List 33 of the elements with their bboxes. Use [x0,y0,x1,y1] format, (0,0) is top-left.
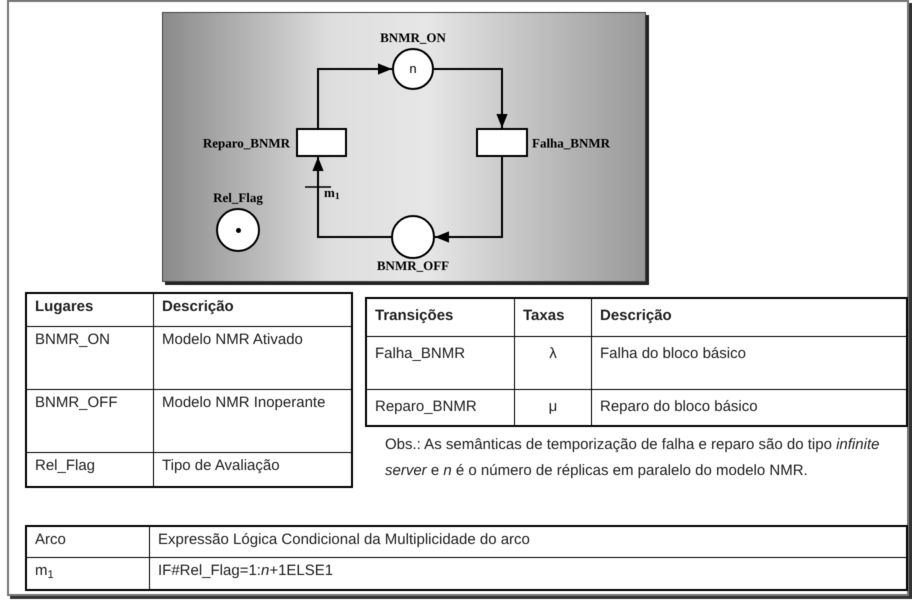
table-text: Descrição [600,307,672,324]
table-text: IF#Rel_Flag=1:n+1ELSE1 [158,562,334,579]
table-text: Descrição [162,298,234,315]
node-label: BNMR_ON [380,31,446,44]
table-text: Falha do bloco básico [600,345,746,362]
table-text: Modelo NMR Inoperante [162,394,326,411]
table-text: Rel_Flag [35,457,96,474]
node-label: Reparo_BNMR [202,136,290,149]
node-label: Falha_BNMR [532,136,610,149]
table-text: μ [548,398,558,415]
node-label: Rel_Flag [213,191,263,204]
table-text: Reparo do bloco básico [600,398,758,415]
table-text: λ [549,345,557,362]
table-text: Modelo NMR Ativado [162,331,303,348]
table-text: Taxas [523,307,564,324]
table-text: Arco [35,531,66,548]
arc-arrow [317,63,392,128]
node-label: BNMR_OFF [376,259,450,272]
note-text: Obs.: As semânticas de temporização de falha e reparo são do tipo infinite server e n é o número de réplicas em paralelo do modelo NMR. [385,435,880,481]
table-text: Tipo de Avaliação [162,457,280,474]
arc-arrow [435,157,503,243]
token-count: n [409,60,417,78]
table-text: m$_{1}$ [35,562,54,579]
arc-arrow [312,157,391,238]
table-text: Lugares [35,298,94,315]
table-text: BNMR_ON [35,331,110,348]
table-text: Falha_BNMR [375,345,466,362]
table-text: Expressão Lógica Condicional da Multiplicidade do arco [158,531,530,548]
arc-arrow [434,68,508,128]
table-text: Transições [375,307,454,324]
table-text: BNMR_OFF [35,394,118,411]
table-text: Reparo_BNMR [375,398,477,415]
edge-label: m$_{1}$ [324,186,340,199]
